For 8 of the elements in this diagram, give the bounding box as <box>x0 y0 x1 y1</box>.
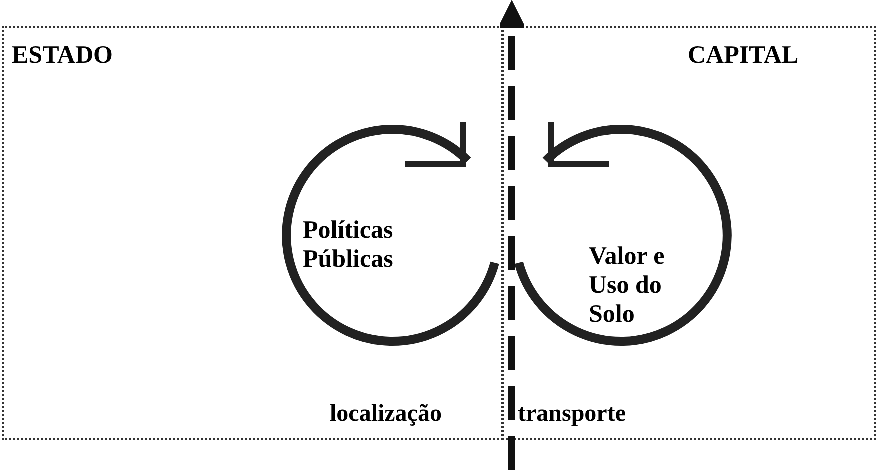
axis-label: localização <box>330 401 442 428</box>
axis-label: transporte <box>518 401 626 428</box>
region-box <box>2 26 503 440</box>
circle-label: Valor e Uso do Solo <box>589 242 666 329</box>
circle-label: Políticas Públicas <box>303 216 394 274</box>
region-heading: ESTADO <box>12 42 113 70</box>
region-heading: CAPITAL <box>688 42 799 70</box>
region-box <box>502 26 876 440</box>
